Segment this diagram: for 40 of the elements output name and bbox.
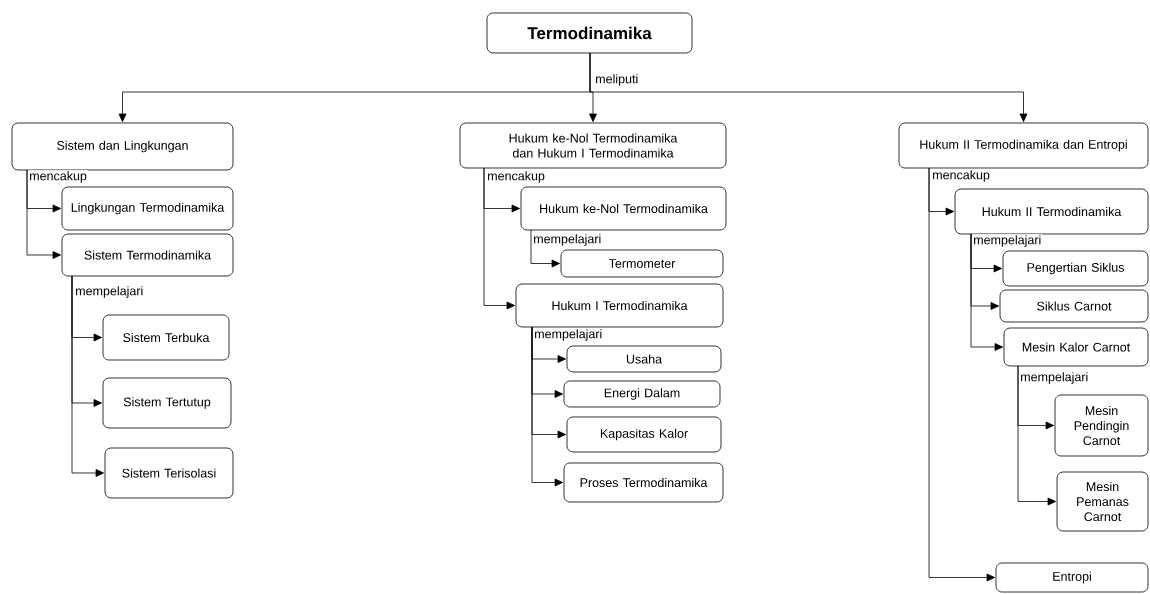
concept-box: Hukum II Termodinamika [954, 188, 1149, 235]
concept-box: Hukum II Termodinamika dan Entropi [898, 122, 1149, 169]
edge-label: mencakup [486, 170, 546, 184]
concept-box: Siklus Carnot [999, 289, 1149, 323]
concept-box: Hukum ke-Nol Termodinamika dan Hukum I Termodinamika [459, 122, 727, 169]
edge-label: meliputi [594, 73, 640, 87]
arrow [1017, 365, 1057, 506]
concept-box: Sistem Terbuka [102, 314, 230, 361]
arrow [928, 167, 996, 582]
arrow [589, 52, 1028, 122]
concept-box: Proses Termodinamika [563, 462, 724, 503]
edge-label: mempelajari [533, 328, 604, 342]
concept-box: Mesin Pendingin Carnot [1054, 394, 1149, 457]
concept-box: Entropi [995, 562, 1149, 593]
concept-box: Lingkungan Termodinamika [61, 186, 234, 231]
arrow [71, 275, 105, 477]
concept-box: Hukum ke-Nol Termodinamika [520, 186, 727, 231]
arrow [531, 326, 563, 487]
concept-box: Kapasitas Kalor [566, 416, 722, 453]
concept-box: Pengertian Siklus [1002, 250, 1149, 287]
concept-box: Mesin Kalor Carnot [1003, 327, 1149, 367]
edge-label: mempelajari [972, 234, 1043, 248]
concept-box: Termodinamika [486, 12, 693, 54]
edge-label: mempelajari [532, 233, 603, 247]
edge-label: mempelajari [74, 285, 145, 299]
concept-box: Termometer [560, 249, 724, 278]
arrow [26, 169, 61, 259]
arrow [970, 233, 1004, 351]
edge-label: mencakup [28, 170, 88, 184]
edge-label: mempelajari [1019, 371, 1090, 385]
concept-box: Sistem Terisolasi [104, 447, 234, 499]
concept-box: Hukum I Termodinamika [515, 283, 724, 328]
concept-box: Energi Dalam [563, 380, 721, 408]
arrow [483, 167, 515, 310]
arrow [530, 229, 560, 268]
concept-box: Mesin Pemanas Carnot [1056, 471, 1149, 532]
concept-box: Usaha [566, 345, 722, 373]
edge-label: mencakup [931, 169, 991, 183]
concept-box: Sistem Tertutup [102, 377, 232, 429]
concept-box: Sistem Termodinamika [61, 233, 234, 277]
